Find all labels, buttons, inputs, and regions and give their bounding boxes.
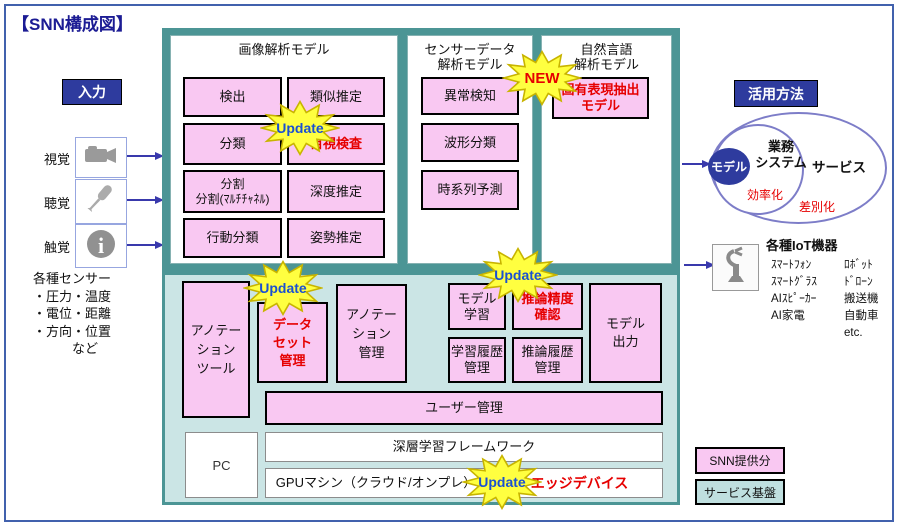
platform-box-user-mgmt: ユーザー管理 [265,391,663,425]
platform-box-model-output: モデル 出力 [589,283,662,383]
model-box-depth: 深度推定 [287,170,385,213]
legend-snn-provided: SNN提供分 [695,447,785,474]
update-label: Update [494,267,542,283]
venn-service-label: サービス [812,160,866,175]
platform-box-pc: PC [185,432,258,498]
platform-box-model-training: モデル 学習 [448,283,506,330]
model-box-waveform: 波形分類 [421,123,519,162]
platform-box-inference-history: 推論履歴 管理 [512,337,583,383]
sensor-panel-title: センサーデータ 解析モデル [424,42,516,72]
sense-label-sight: 視覚 [44,152,71,167]
update-starburst-visual-inspection: Update [260,100,340,156]
update-label: Update [259,280,307,296]
legend-service-platform: サービス基盤 [695,479,785,505]
page-frame [4,4,894,522]
iot-device-list-col2: ﾛﾎﾞｯﾄ ﾄﾞﾛｰﾝ 搬送機 自動車 etc. [844,259,879,339]
touch-icon-box: i [75,224,127,268]
sensor-note: 各種センサー ・圧力・温度 ・電位・距離 ・方向・位置 など [33,271,112,356]
info-icon: i [85,228,117,265]
new-starburst: NEW [502,50,582,106]
nlp-panel-title: 自然言語 解析モデル [573,42,639,72]
sense-label-hearing: 聴覚 [44,196,71,211]
model-box-segmentation: 分割 分割(ﾏﾙﾁﾁｬﾈﾙ) [183,170,282,213]
platform-box-dl-framework: 深層学習フレームワーク [265,432,663,462]
model-box-classify: 分類 [183,123,282,165]
arrow-to-iot [684,261,715,269]
venn-business-label: 業務 システム [755,139,807,170]
update-starburst-edge: Update [462,454,542,510]
input-badge: 入力 [62,79,122,105]
update-label: Update [478,474,526,490]
venn-model-circle: モデル [708,148,750,185]
video-camera-icon [82,142,120,173]
model-box-pose: 姿勢推定 [287,218,385,258]
arrow-touch [127,241,164,249]
platform-box-annotation-tool: アノテー ション ツール [182,281,250,418]
venn-efficiency-label: 効率化 [747,188,784,202]
model-box-action: 行動分類 [183,218,282,258]
update-label: Update [276,120,324,136]
microphone-icon [84,182,118,221]
platform-box-dataset-mgmt: データ セット 管理 [257,302,328,383]
iot-device-list-col1: ｽﾏｰﾄﾌｫﾝ ｽﾏｰﾄｸﾞﾗｽ AIｽﾋﾟｰｶｰ AI家電 [771,259,817,322]
arrow-to-venn [682,160,711,168]
svg-text:i: i [98,233,104,258]
arrow-sight [127,152,164,160]
update-starburst-dataset: Update [243,260,323,316]
model-box-anomaly: 異常検知 [421,77,519,115]
iot-header: 各種IoT機器 [766,238,838,253]
update-starburst-inference: Update [478,247,558,303]
page-title: 【SNN構成図】 [12,15,133,34]
model-box-detect: 検出 [183,77,282,117]
image-panel-title: 画像解析モデル [238,42,330,57]
arrow-hearing [127,196,164,204]
usage-badge: 活用方法 [734,80,818,107]
sight-icon-box [75,137,127,178]
platform-box-gpu-machine: GPUマシン（クラウド/オンプレ） [265,468,487,498]
venn-differentiation-label: 差別化 [799,200,836,214]
new-label: NEW [524,69,560,87]
robot-icon-box [712,244,759,291]
hearing-icon-box [75,179,127,224]
model-box-timeseries: 時系列予測 [421,170,519,210]
platform-box-training-history: 学習履歴 管理 [448,337,506,383]
platform-box-annotation-mgmt: アノテー ション 管理 [336,284,407,383]
sense-label-touch: 触覚 [44,240,71,255]
robot-arm-icon [718,246,754,289]
